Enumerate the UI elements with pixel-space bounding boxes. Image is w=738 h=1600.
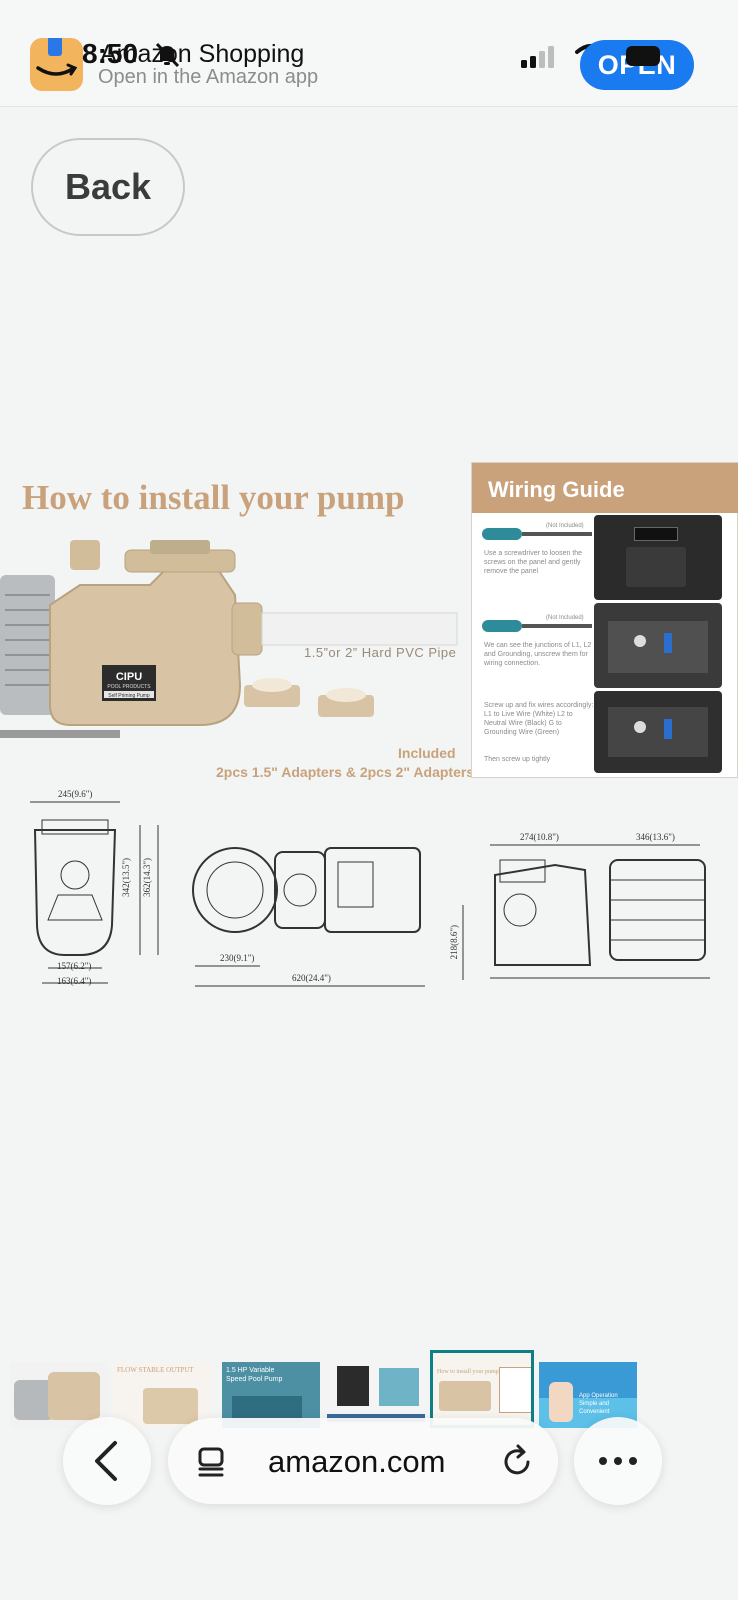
pump-brand-sub: POOL PRODUCTS xyxy=(107,684,151,690)
wiring-guide-header: Wiring Guide xyxy=(472,463,738,513)
banner-subtitle: Open in the Amazon app xyxy=(98,66,319,88)
reload-icon[interactable] xyxy=(498,1442,538,1482)
not-included-note-1: (Not Included) xyxy=(546,523,584,529)
pump-type: Self Priming Pump xyxy=(108,693,150,699)
bell-mute-icon xyxy=(155,42,180,68)
wiring-step-2: We can see the junctions of L1, L2 and G… xyxy=(484,642,592,667)
wiring-guide-title: Wiring Guide xyxy=(488,477,625,502)
status-time: 8:50 xyxy=(82,38,139,69)
smart-app-banner: Amazon Shopping 8:50 Open in the Amazon … xyxy=(0,0,738,107)
wiring-guide-panel: Wiring Guide (Not Included) Use a screwd… xyxy=(471,462,738,778)
back-button[interactable]: Back xyxy=(31,138,185,236)
thumbnail-3[interactable]: 1.5 HP Variable Speed Pool Pump xyxy=(222,1362,320,1428)
junction-box-photo xyxy=(594,603,722,688)
address-bar[interactable]: amazon.com xyxy=(168,1418,558,1504)
dim-side-left: 274(10.8") xyxy=(520,832,559,842)
wiring-step-4: Then screw up tightly xyxy=(484,756,551,763)
dim-side-height: 218(8.6") xyxy=(449,925,459,960)
dimension-drawings xyxy=(30,801,710,987)
control-panel-photo xyxy=(594,515,722,600)
cellular-signal-icon xyxy=(521,46,555,68)
wired-box-photo xyxy=(594,691,722,773)
dim-top-inlet: 230(9.1") xyxy=(220,953,255,963)
install-title: How to install your pump xyxy=(22,478,405,517)
battery-icon xyxy=(626,46,660,66)
more-options-button[interactable] xyxy=(574,1417,662,1505)
not-included-note-2: (Not Included) xyxy=(546,615,584,621)
thumbnail-1[interactable] xyxy=(10,1362,108,1428)
dim-side-right: 346(13.6") xyxy=(636,832,675,842)
thumbnail-2[interactable]: FLOW STABLE OUTPUT xyxy=(113,1362,211,1428)
pump-illustration: CIPU POOL PRODUCTS Self Priming Pump xyxy=(0,540,458,738)
amazon-app-icon[interactable] xyxy=(30,38,83,91)
dim-front-h2: 362(14.3") xyxy=(142,858,152,897)
dim-front-width: 245(9.6") xyxy=(58,789,93,799)
browser-back-button[interactable] xyxy=(63,1417,151,1505)
wiring-step-3: Screw up and fix wires accordingly: L1 t… xyxy=(484,702,594,736)
pvc-pipe-label: 1.5”or 2” Hard PVC Pipe xyxy=(304,645,457,660)
banner-app-name: Amazon Shopping xyxy=(100,40,305,68)
pump-brand: CIPU xyxy=(116,671,142,683)
address-bar-url: amazon.com xyxy=(268,1444,446,1479)
dim-top-length: 620(24.4") xyxy=(292,973,331,983)
included-label: Included xyxy=(398,745,456,761)
ellipsis-icon xyxy=(599,1457,637,1465)
tabs-icon xyxy=(198,1447,224,1477)
dim-front-h1: 342(13.5") xyxy=(121,858,131,897)
chevron-left-icon xyxy=(95,1441,117,1481)
adapters-label: 2pcs 1.5" Adapters & 2pcs 2" Adapters xyxy=(216,764,475,780)
thumbnail-5-selected[interactable]: How to install your pump xyxy=(430,1350,534,1428)
wiring-step-1: Use a screwdriver to loosen the screws o… xyxy=(484,550,583,575)
dim-front-base2: 163(6.4") xyxy=(57,976,92,986)
dim-front-base1: 157(6.2") xyxy=(57,961,92,971)
